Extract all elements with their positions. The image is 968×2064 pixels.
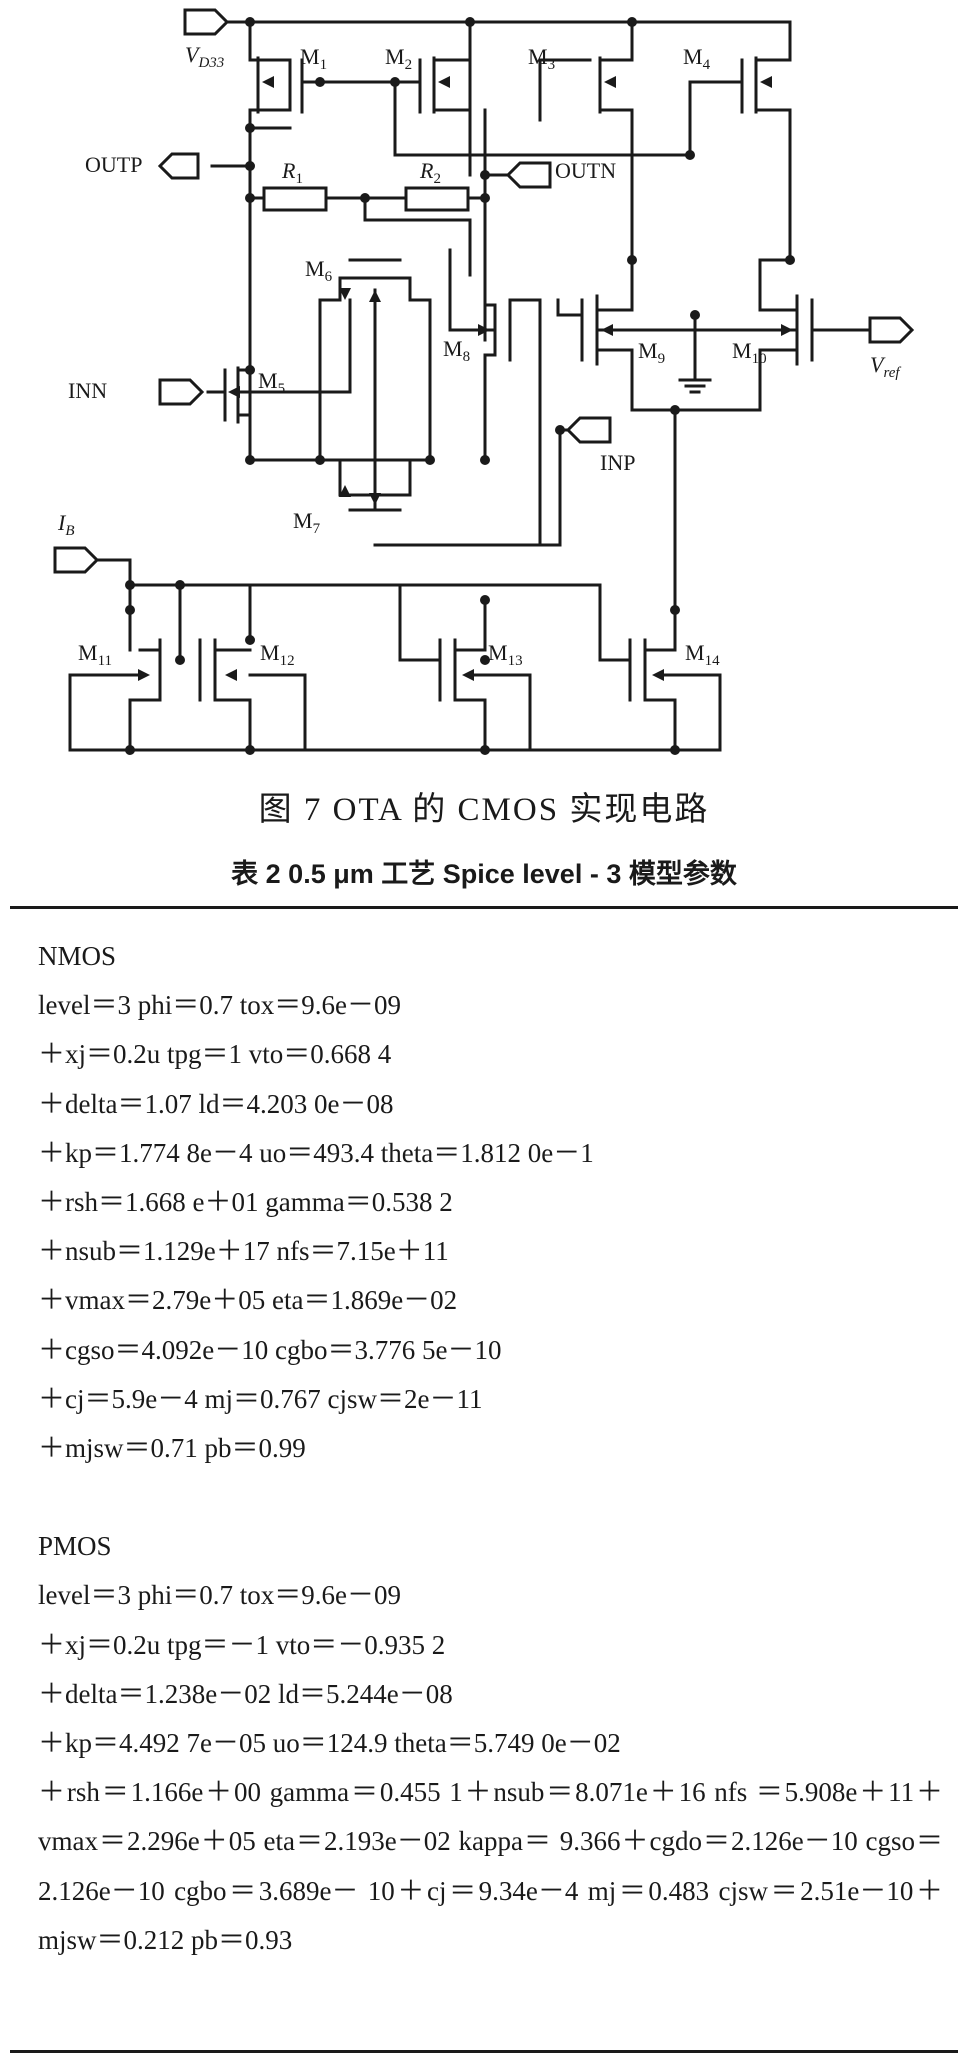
inp-label: INP: [600, 450, 635, 475]
vdd-label: V: [185, 42, 201, 67]
pmos-parameter-line: level＝3 phi＝0.7 tox＝9.6e－09: [38, 1580, 401, 1611]
figure-caption: 图 7 OTA 的 CMOS 实现电路: [258, 792, 710, 828]
transistor-label-m7: M7: [293, 508, 321, 537]
pmos-parameter-paragraph: ＋rsh＝1.166e＋00 gamma＝0.455 1＋nsub＝8.071e…: [38, 1777, 943, 1955]
transistor-prefix: M: [683, 44, 703, 69]
transistor-subscript: 4: [703, 57, 711, 73]
r1-label: R: [281, 158, 296, 183]
transistor-label-m12: M12: [260, 640, 295, 669]
pmos-parameter-line: ＋kp＝4.492 7e－05 uo＝124.9 theta＝5.749 0e－…: [38, 1728, 621, 1759]
transistor-subscript: 5: [278, 381, 286, 397]
r2-subscript: 2: [433, 171, 441, 187]
transistor-prefix: M: [685, 640, 705, 665]
nmos-parameter-line: ＋vmax＝2.79e＋05 eta＝1.869e－02: [38, 1285, 458, 1316]
nmos-parameter-line: ＋xj＝0.2u tpg＝1 vto＝0.668 4: [38, 1039, 392, 1070]
transistor-prefix: M: [443, 336, 463, 361]
transistor-subscript: 12: [280, 653, 295, 669]
ota-cmos-circuit-diagram: VD33 OUTP OUTN INN INP IB Vref R1 R2 M1M…: [53, 8, 915, 755]
table-caption: 表 2 0.5 μm 工艺 Spice level - 3 模型参数: [231, 859, 737, 889]
transistor-prefix: M: [260, 640, 280, 665]
transistor-label-m9: M9: [638, 338, 665, 367]
nmos-parameter-line: ＋cj＝5.9e－4 mj＝0.767 cjsw＝2e－11: [38, 1383, 483, 1414]
transistor-label-m8: M8: [443, 336, 470, 365]
transistor-subscript: 6: [325, 269, 333, 285]
spice-parameter-table: NMOS level＝3 phi＝0.7 tox＝9.6e－09 ＋xj＝0.2u…: [38, 932, 943, 1965]
transistor-label-m10: M10: [732, 338, 767, 367]
transistor-prefix: M: [638, 338, 658, 363]
transistor-subscript: 8: [463, 349, 471, 365]
ib-label: I: [57, 510, 67, 535]
transistor-label-m1: M1: [300, 44, 327, 73]
nmos-parameter-line: ＋nsub＝1.129e＋17 nfs＝7.15e＋11: [38, 1236, 449, 1267]
nmos-parameter-line: ＋kp＝1.774 8e－4 uo＝493.4 theta＝1.812 0e－1: [38, 1137, 594, 1168]
ib-subscript: B: [65, 523, 74, 539]
table-top-rule: [10, 906, 958, 909]
transistor-label-m11: M11: [78, 640, 112, 669]
nmos-parameter-line: ＋delta＝1.07 ld＝4.203 0e－08: [38, 1088, 394, 1119]
transistor-label-m14: M14: [685, 640, 720, 669]
transistor-label-m4: M4: [683, 44, 711, 73]
transistor-subscript: 7: [313, 521, 321, 537]
nmos-parameter-lines: level＝3 phi＝0.7 tox＝9.6e－09 ＋xj＝0.2u tpg＝…: [38, 981, 943, 1473]
outp-label: OUTP: [85, 152, 142, 177]
svg-text:IB: IB: [57, 510, 75, 539]
transistor-subscript: 14: [705, 653, 721, 669]
pmos-parameter-line: ＋delta＝1.238e－02 ld＝5.244e－08: [38, 1678, 453, 1709]
transistor-subscript: 10: [752, 351, 767, 367]
vdd-subscript: D33: [197, 55, 224, 71]
pmos-parameter-line: ＋xj＝0.2u tpg＝－1 vto＝－0.935 2: [38, 1629, 446, 1660]
nmos-title: NMOS: [38, 941, 117, 971]
transistor-subscript: 9: [658, 351, 666, 367]
vref-subscript: ref: [883, 365, 901, 381]
transistor-subscript: 3: [548, 57, 556, 73]
nmos-parameter-line: level＝3 phi＝0.7 tox＝9.6e－09: [38, 990, 401, 1021]
transistor-label-m2: M2: [385, 44, 412, 73]
svg-text:R1: R1: [281, 158, 303, 187]
nmos-parameter-line: ＋rsh＝1.668 e＋01 gamma＝0.538 2: [38, 1187, 453, 1218]
nmos-parameter-line: ＋mjsw＝0.71 pb＝0.99: [38, 1433, 306, 1464]
r2-label: R: [419, 158, 434, 183]
vref-label: V: [870, 352, 886, 377]
transistor-label-m5: M5: [258, 368, 285, 397]
transistor-prefix: M: [528, 44, 548, 69]
transistor-prefix: M: [78, 640, 98, 665]
transistor-prefix: M: [305, 256, 325, 281]
r1-subscript: 1: [295, 171, 303, 187]
transistor-prefix: M: [293, 508, 313, 533]
svg-text:R2: R2: [419, 158, 441, 187]
transistor-label-m6: M6: [305, 256, 333, 285]
transistor-subscript: 13: [508, 653, 523, 669]
section-gap: [38, 1473, 943, 1522]
svg-text:Vref: Vref: [870, 352, 901, 381]
table-bottom-rule: [10, 2050, 958, 2053]
transistor-prefix: M: [300, 44, 320, 69]
nmos-parameter-line: ＋cgso＝4.092e－10 cgbo＝3.776 5e－10: [38, 1334, 502, 1365]
transistor-label-m3: M3: [528, 44, 555, 73]
transistor-prefix: M: [732, 338, 752, 363]
pmos-parameter-lines: level＝3 phi＝0.7 tox＝9.6e－09 ＋xj＝0.2u tpg＝…: [38, 1571, 943, 1768]
transistor-prefix: M: [385, 44, 405, 69]
transistor-label-m13: M13: [488, 640, 523, 669]
outn-label: OUTN: [555, 158, 616, 183]
transistor-prefix: M: [258, 368, 278, 393]
svg-text:VD33: VD33: [185, 42, 224, 71]
transistor-subscript: 11: [98, 653, 112, 669]
transistor-prefix: M: [488, 640, 508, 665]
transistor-subscript: 1: [320, 57, 328, 73]
pmos-title: PMOS: [38, 1531, 112, 1562]
transistor-subscript: 2: [405, 57, 413, 73]
inn-label: INN: [68, 378, 107, 403]
